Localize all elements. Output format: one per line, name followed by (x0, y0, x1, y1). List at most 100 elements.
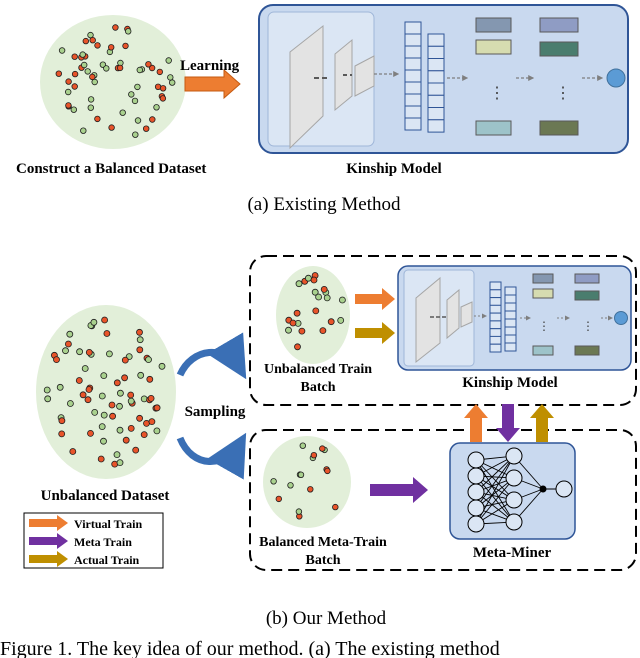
red-sample-dot (293, 309, 301, 317)
network-node (505, 447, 523, 465)
red-sample-dot (136, 328, 143, 336)
vector-cell (489, 343, 502, 353)
network-node (505, 469, 523, 487)
red-sample-dot (140, 431, 148, 439)
virtual-train-arrow-right (355, 288, 395, 310)
red-sample-dot (153, 404, 161, 412)
network-node (505, 491, 523, 509)
red-sample-dot (65, 102, 72, 109)
network-edge (475, 475, 515, 523)
red-sample-dot (89, 37, 96, 44)
green-sample-dot (80, 127, 87, 134)
vector-cell (489, 289, 502, 299)
green-sample-dot (304, 274, 312, 282)
green-sample-dot (287, 482, 294, 489)
red-sample-dot (159, 85, 167, 92)
green-sample-dot (132, 131, 139, 138)
green-sample-dot (127, 397, 135, 405)
red-sample-dot (294, 343, 301, 351)
red-sample-dot (319, 327, 327, 335)
vector-cell (404, 81, 422, 95)
network-node (505, 513, 523, 531)
red-sample-dot (65, 78, 72, 85)
red-sample-dot (327, 318, 335, 326)
vector-cell (404, 105, 422, 119)
red-sample-dot (89, 73, 96, 81)
green-sample-dot (79, 51, 86, 58)
green-sample-dot (131, 97, 139, 105)
feature-vector-1-a (404, 21, 422, 131)
red-sample-dot (85, 386, 93, 393)
red-sample-dot (159, 95, 167, 102)
feature-vector-2-b (504, 286, 517, 352)
green-sample-dot (153, 427, 161, 435)
vector-cell (489, 281, 502, 291)
red-sample-dot (132, 446, 140, 454)
red-sample-dot (108, 401, 116, 409)
green-sample-dot (285, 326, 292, 334)
legend-item-actual-train: Actual Train (29, 551, 140, 567)
vector-cell (427, 82, 445, 96)
green-sample-dot (311, 288, 319, 296)
output-node-b (614, 311, 628, 325)
green-sample-dot (56, 383, 64, 391)
red-sample-dot (71, 70, 79, 78)
meta-update-arrow-down (496, 404, 520, 442)
balanced-dataset-label: Construct a Balanced Dataset (16, 161, 206, 177)
green-sample-dot (124, 28, 132, 35)
green-sample-dot (145, 356, 152, 364)
vector-cell (427, 107, 445, 121)
green-sample-dot (117, 389, 124, 397)
network-edge (475, 459, 515, 501)
red-sample-dot (75, 377, 83, 384)
red-sample-dot (121, 374, 128, 382)
kinship-model-a-label: Kinship Model (346, 161, 441, 177)
svg-text:⋮: ⋮ (489, 85, 505, 102)
svg-text:⋮: ⋮ (582, 319, 594, 333)
meta-train-arrow-icon (29, 533, 68, 549)
red-sample-dot (324, 467, 331, 475)
green-sample-dot (136, 66, 143, 74)
green-sample-dot (43, 386, 51, 394)
train-batch-label-line1: Unbalanced Train (264, 362, 372, 377)
red-sample-dot (71, 53, 78, 60)
network-node (539, 485, 547, 493)
vector-cell (404, 45, 422, 59)
meta-miner-network-nodes (467, 447, 573, 533)
vector-cell (489, 335, 502, 345)
green-sample-dot (91, 408, 99, 416)
green-sample-dot (134, 83, 141, 91)
green-sample-dot (44, 395, 52, 403)
green-sample-dot (76, 348, 83, 356)
meta-train-arrow-right (370, 477, 428, 503)
green-sample-dot (136, 336, 144, 344)
red-sample-dot (97, 455, 105, 463)
legend-item-virtual-train: Virtual Train (29, 515, 142, 531)
vector-cell (404, 21, 422, 35)
red-sample-dot (320, 285, 328, 293)
red-sample-dot (142, 125, 150, 132)
green-sample-dot (87, 96, 95, 103)
vector-cell (504, 286, 517, 296)
vector-cell (504, 318, 517, 328)
red-sample-dot (289, 319, 297, 327)
red-sample-dot (298, 327, 306, 335)
feature-vector-2-a (427, 33, 445, 133)
vector-cell (404, 117, 422, 131)
green-sample-dot (299, 442, 306, 449)
legend-label-virtual: Virtual Train (74, 517, 142, 531)
red-sample-dot (112, 24, 119, 31)
vector-cell (427, 33, 445, 47)
red-sample-dot (107, 44, 115, 51)
train-stage-frame (249, 255, 637, 406)
balanced-dataset-dots (55, 24, 176, 138)
unbalanced-dataset-dots (43, 316, 166, 468)
red-sample-dot (55, 70, 62, 77)
sampling-arrow-up-icon (176, 332, 247, 380)
vector-cell (427, 119, 445, 133)
green-sample-dot (103, 65, 110, 72)
green-sample-dot (116, 459, 124, 467)
red-sample-dot (109, 412, 116, 420)
network-output-node (555, 480, 573, 498)
